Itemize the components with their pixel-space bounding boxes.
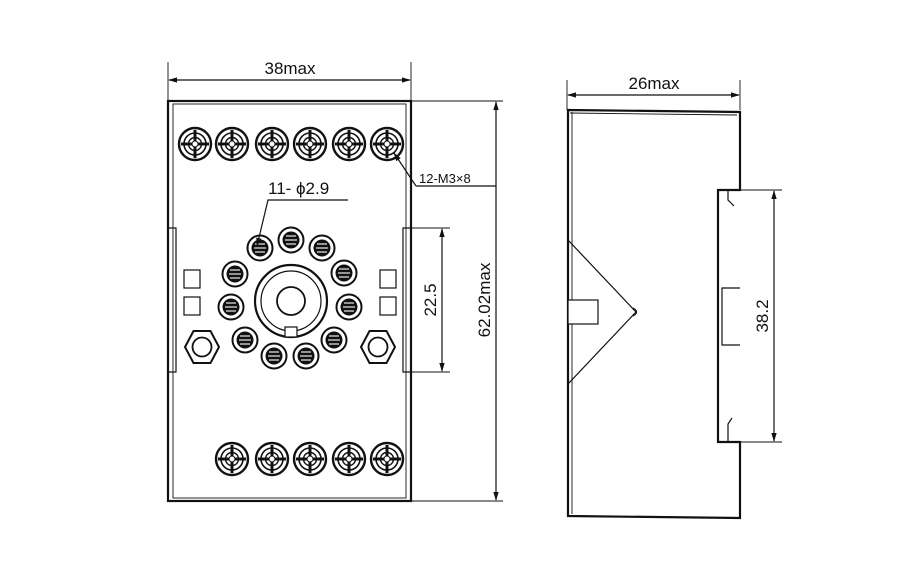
hex-nut-left xyxy=(183,330,221,364)
side-latch xyxy=(567,239,638,385)
socket-centre xyxy=(253,263,329,339)
terminal-screw-icon xyxy=(177,126,213,162)
rail-label: 38.2 xyxy=(753,299,772,332)
hole-callout: 11- ϕ2.9 xyxy=(256,179,348,247)
screw-label: 12-M3×8 xyxy=(419,171,471,186)
depth-label: 26max xyxy=(628,74,680,93)
pin-hole-icon xyxy=(217,293,245,321)
terminal-screw-icon xyxy=(214,441,250,477)
pin-hole-icon xyxy=(308,234,336,262)
pitch-dimension: 22.5 xyxy=(411,227,450,373)
terminal-screw-icon xyxy=(254,126,290,162)
pin-hole-icon xyxy=(292,342,320,370)
socket-body xyxy=(166,99,413,503)
height-dimension: 62.02max xyxy=(411,100,503,502)
rail-dimension: 38.2 xyxy=(740,189,782,443)
height-label: 62.02max xyxy=(475,262,494,337)
terminal-screw-icon xyxy=(331,126,367,162)
pin-hole-icon xyxy=(231,326,259,354)
pin-hole-icon xyxy=(221,260,249,288)
depth-dimension: 26max xyxy=(566,74,741,110)
pin-hole-icon xyxy=(277,226,305,254)
top-terminal-row xyxy=(177,126,405,162)
hole-label: 11- ϕ2.9 xyxy=(268,179,329,198)
terminal-screw-icon xyxy=(369,441,405,477)
pin-hole-icon xyxy=(320,326,348,354)
terminal-screw-icon xyxy=(214,126,250,162)
terminal-screw-icon xyxy=(292,126,328,162)
terminal-screw-icon xyxy=(292,441,328,477)
width-label: 38max xyxy=(264,59,316,78)
pin-hole-icon xyxy=(335,293,363,321)
bottom-terminal-row xyxy=(214,441,405,477)
terminal-screw-icon xyxy=(331,441,367,477)
width-dimension: 38max xyxy=(167,59,412,100)
pin-hole-icon xyxy=(246,234,274,262)
pin-hole-icon xyxy=(330,259,358,287)
pitch-label: 22.5 xyxy=(421,283,440,316)
screw-callout: 12-M3×8 xyxy=(393,152,496,187)
terminal-screw-icon xyxy=(254,441,290,477)
front-view: 38max xyxy=(166,59,503,503)
pin-hole-icon xyxy=(260,342,288,370)
hex-nut-right xyxy=(359,330,397,364)
terminal-screw-icon xyxy=(369,126,405,162)
side-view: 26max 38.2 xyxy=(566,74,782,520)
